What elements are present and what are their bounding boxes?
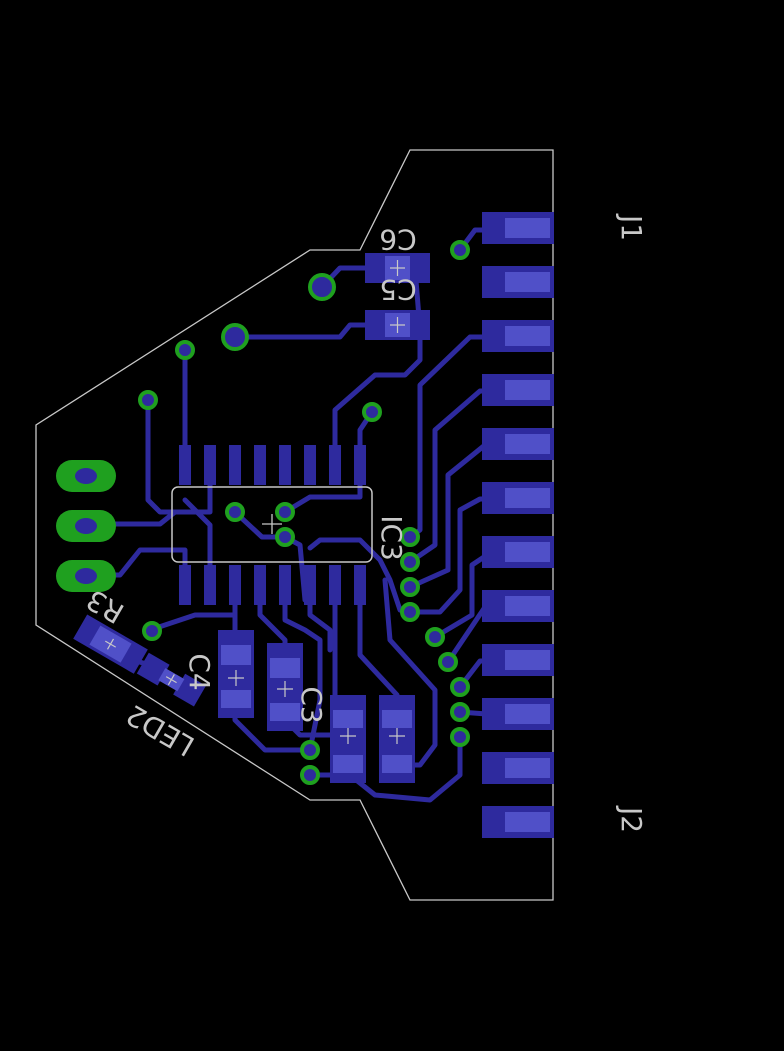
capacitor-c6: [365, 253, 430, 283]
label-c3: C3: [295, 686, 328, 723]
ic3-pins: [179, 445, 366, 605]
label-j2: J2: [615, 805, 648, 833]
edge-pad: [482, 374, 554, 406]
label-c6: C6: [379, 223, 416, 256]
edge-pad: [482, 320, 554, 352]
edge-pad: [482, 806, 554, 838]
edge-pad: [482, 698, 554, 730]
capacitor-c3: [267, 643, 303, 731]
label-ic3: IC3: [375, 515, 408, 561]
edge-pad: [482, 482, 554, 514]
capacitor-c1: [330, 695, 366, 783]
ic3-origin-cross: [262, 514, 282, 534]
edge-pad: [482, 266, 554, 298]
edge-pad: [482, 752, 554, 784]
ic3-outline: [171, 486, 373, 563]
edge-pad: [482, 428, 554, 460]
edge-pad: [482, 536, 554, 568]
edge-pad: [482, 590, 554, 622]
capacitor-c4: [218, 630, 254, 718]
resistor-r3: [73, 614, 148, 674]
left-connector-pads: [56, 460, 116, 592]
label-c5: C5: [379, 273, 416, 306]
edge-pad: [482, 212, 554, 244]
connector-j1-j2-pads: [482, 212, 554, 838]
edge-pad: [482, 644, 554, 676]
capacitor-c2: [379, 695, 415, 783]
capacitor-c5: [365, 310, 430, 340]
label-c4: C4: [183, 653, 216, 690]
vias: [138, 240, 470, 785]
led-led2: [136, 652, 206, 707]
label-j1: J1: [615, 213, 648, 241]
